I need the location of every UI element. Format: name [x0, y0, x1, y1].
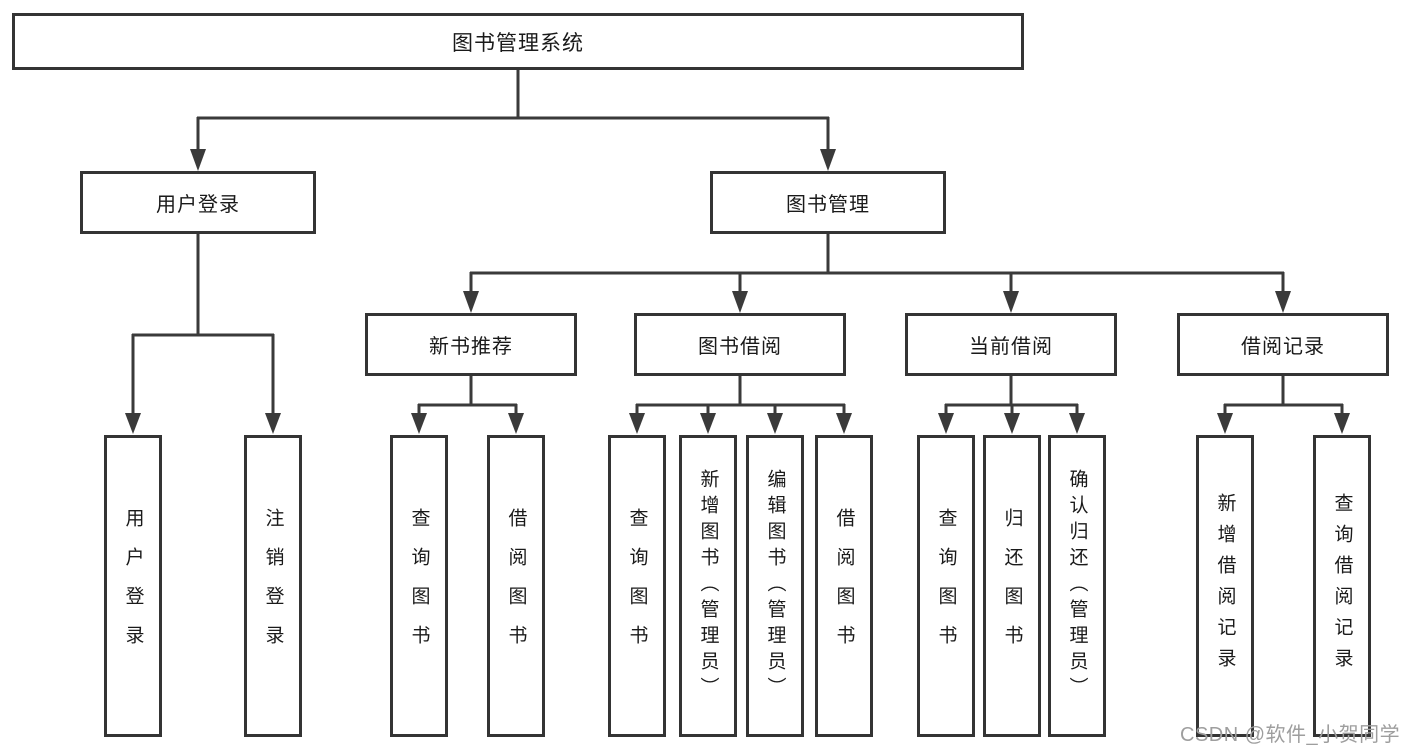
leaf-query-books-current: 查询图书	[917, 435, 975, 737]
node-book-borrow: 图书借阅	[634, 313, 846, 376]
leaf-query-books-borrow: 查询图书	[608, 435, 666, 737]
node-user-login: 用户登录	[80, 171, 316, 234]
leaf-borrow-books-recommend: 借阅图书	[487, 435, 545, 737]
leaf-edit-book-admin: 编辑图书（管理员）	[746, 435, 804, 737]
node-current-borrow: 当前借阅	[905, 313, 1117, 376]
node-borrow-records: 借阅记录	[1177, 313, 1389, 376]
leaf-borrow-books: 借阅图书	[815, 435, 873, 737]
leaf-confirm-return-admin: 确认归还（管理员）	[1048, 435, 1106, 737]
leaf-add-borrow-record: 新增借阅记录	[1196, 435, 1254, 737]
node-root: 图书管理系统	[12, 13, 1024, 70]
leaf-user-login: 用户登录	[104, 435, 162, 737]
node-book-management: 图书管理	[710, 171, 946, 234]
node-new-book-recommend: 新书推荐	[365, 313, 577, 376]
leaf-return-books: 归还图书	[983, 435, 1041, 737]
leaf-query-borrow-record: 查询借阅记录	[1313, 435, 1371, 737]
leaf-add-book-admin: 新增图书（管理员）	[679, 435, 737, 737]
csdn-watermark: CSDN @软件_小贺同学	[1180, 724, 1401, 746]
leaf-query-books-recommend: 查询图书	[390, 435, 448, 737]
leaf-logout: 注销登录	[244, 435, 302, 737]
